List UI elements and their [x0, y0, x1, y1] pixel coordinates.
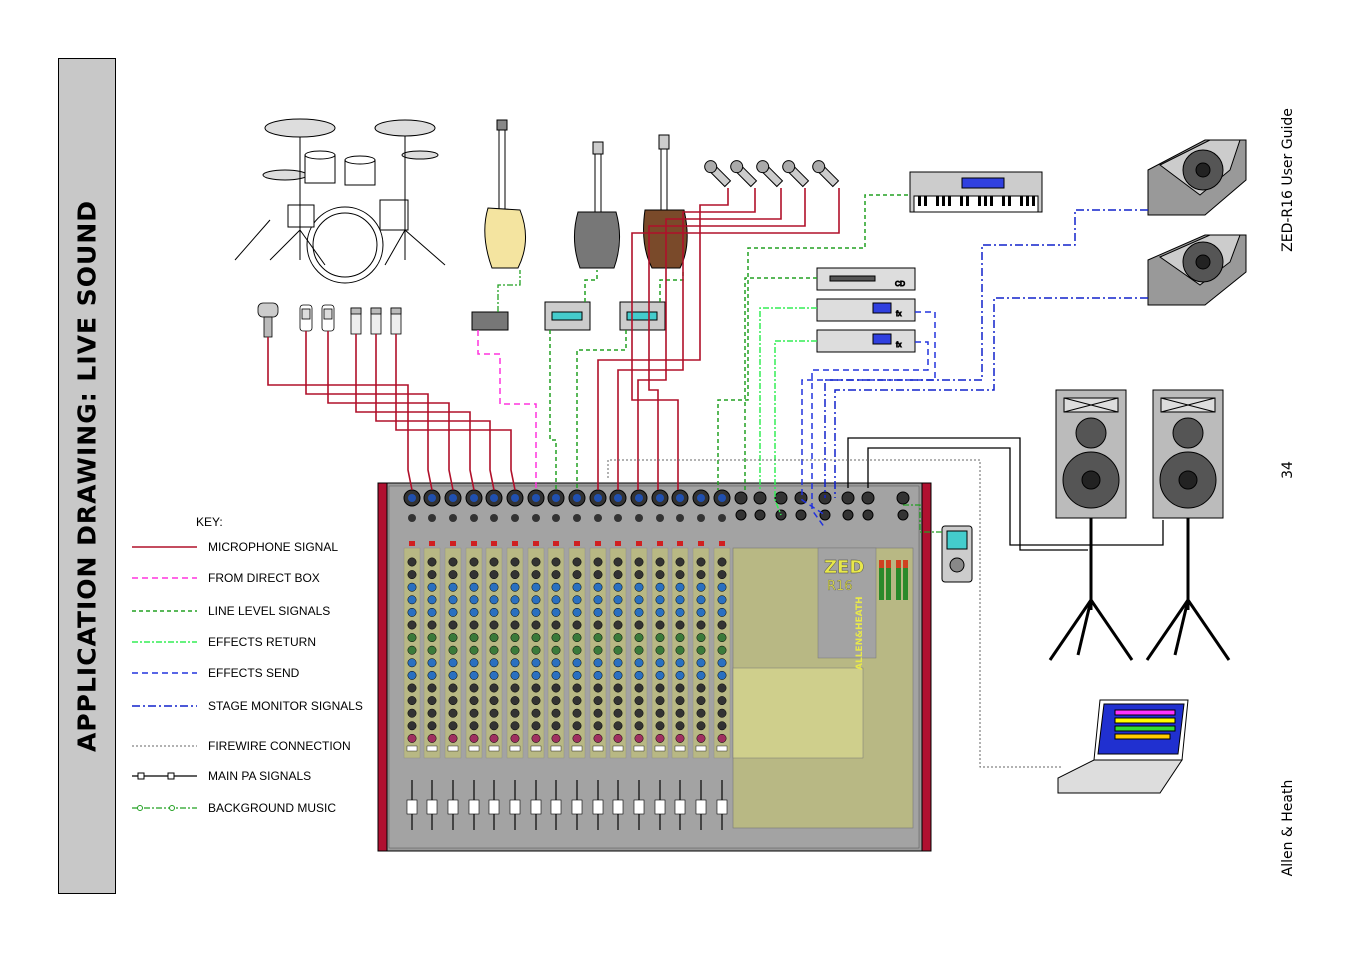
channel-strip — [444, 489, 462, 830]
stage-monitor-1 — [1147, 139, 1247, 216]
cable-vocal-mic — [597, 188, 729, 490]
cable-firewire — [607, 459, 1062, 768]
channel-strip — [485, 489, 503, 830]
main-pa-right — [1145, 389, 1231, 661]
legend-item-firewire: FIREWIRE CONNECTION — [132, 739, 351, 753]
svg-text:CD: CD — [895, 281, 905, 288]
mixer-console: ZED R16 ALLEN&HEATH — [377, 482, 932, 852]
legend-label-fxsend: EFFECTS SEND — [208, 666, 300, 680]
legend-item-line: LINE LEVEL SIGNALS — [132, 604, 330, 618]
cable-vocal-mic — [617, 188, 756, 490]
cable-fx-return-1 — [759, 307, 817, 490]
cable-monitor-2 — [834, 297, 1148, 498]
legend-label-mainpa: MAIN PA SIGNALS — [208, 769, 311, 783]
mp3-player — [941, 525, 973, 583]
legend-item-fxret: EFFECTS RETURN — [132, 635, 316, 649]
fx-unit-2: fx — [816, 329, 916, 353]
cable-guitar-to-pedal-2 — [659, 270, 684, 302]
svg-text:fx: fx — [896, 342, 902, 349]
fx-unit-1: fx — [816, 298, 916, 322]
cable-fx-send-2 — [811, 341, 929, 529]
electric-guitar — [574, 141, 620, 269]
legend-label-monitor: STAGE MONITOR SIGNALS — [208, 699, 363, 713]
title-bar — [58, 58, 116, 894]
cable-drum-mic — [395, 334, 516, 491]
mixer-brand-label: ALLEN&HEATH — [855, 596, 865, 670]
drum-microphones — [257, 302, 402, 338]
legend-item-fxsend: EFFECTS SEND — [132, 666, 300, 680]
cable-pedal-1 — [549, 330, 557, 490]
channel-strip — [547, 489, 565, 830]
cable-bass-to-di — [497, 270, 521, 312]
cd-player: CD — [816, 267, 916, 291]
cable-monitor-1 — [824, 209, 1148, 498]
cable-background-music — [903, 504, 942, 533]
master-section: ZED R16 ALLEN&HEATH — [732, 547, 914, 829]
cable-guitar-to-pedal-1 — [584, 270, 598, 302]
cable-vocal-mic — [631, 188, 840, 490]
legend-item-monitor: STAGE MONITOR SIGNALS — [132, 699, 363, 713]
laptop — [1057, 699, 1189, 794]
cable-cd-player — [744, 277, 817, 490]
stage-monitor-2 — [1147, 234, 1247, 306]
drum-kit — [234, 118, 446, 284]
cable-direct-box — [477, 330, 537, 490]
cable-fx-return-2 — [774, 340, 817, 516]
legend-label-fxret: EFFECTS RETURN — [208, 635, 316, 649]
signal-cables — [267, 188, 1164, 768]
channel-strip — [651, 489, 669, 830]
guitar-pedal-2 — [619, 301, 666, 331]
guitar-pedal-1 — [544, 301, 591, 331]
cable-vocal-mic — [637, 188, 782, 490]
direct-box — [471, 311, 509, 331]
cable-keyboard — [717, 194, 908, 490]
keyboard-synth — [909, 171, 1043, 213]
cable-drum-mic — [327, 331, 454, 491]
legend-item-mainpa: MAIN PA SIGNALS — [132, 769, 311, 783]
channel-strip — [713, 489, 731, 830]
svg-text:fx: fx — [896, 311, 902, 318]
cable-vocal-mic — [648, 188, 806, 490]
cable-drum-mic — [305, 331, 433, 491]
channel-strip — [589, 489, 607, 830]
legend: KEY: MICROPHONE SIGNAL FROM DIRECT BOX LIN… — [132, 515, 363, 815]
cable-main-pa-left — [847, 437, 1088, 551]
legend-label-line: LINE LEVEL SIGNALS — [208, 604, 330, 618]
legend-label-firewire: FIREWIRE CONNECTION — [208, 739, 351, 753]
cable-drum-mic — [267, 337, 413, 491]
channel-strip — [403, 489, 421, 830]
channel-strip — [630, 489, 648, 830]
legend-item-mic: MICROPHONE SIGNAL — [132, 540, 338, 554]
channel-strip — [568, 489, 586, 830]
cable-main-pa-right — [867, 447, 1164, 546]
channel-strip — [609, 489, 627, 830]
bass-guitar — [484, 119, 526, 269]
r16-logo: R16 — [827, 579, 853, 594]
cable-pedal-2 — [576, 330, 627, 490]
legend-item-di: FROM DIRECT BOX — [132, 571, 320, 585]
legend-heading: KEY: — [196, 515, 223, 529]
legend-label-mic: MICROPHONE SIGNAL — [208, 540, 338, 554]
legend-item-bgm: BACKGROUND MUSIC — [132, 801, 336, 815]
zed-logo: ZED — [824, 557, 864, 578]
cable-drum-mic — [375, 334, 495, 491]
channel-strips — [403, 489, 910, 830]
legend-label-di: FROM DIRECT BOX — [208, 571, 320, 585]
main-pa-left — [1048, 389, 1134, 661]
channel-strip — [527, 489, 545, 830]
channel-strip — [692, 489, 710, 830]
vocal-microphones — [704, 160, 840, 188]
channel-strip — [671, 489, 689, 830]
legend-label-bgm: BACKGROUND MUSIC — [208, 801, 336, 815]
cable-drum-mic — [355, 334, 475, 491]
channel-strip — [465, 489, 483, 830]
